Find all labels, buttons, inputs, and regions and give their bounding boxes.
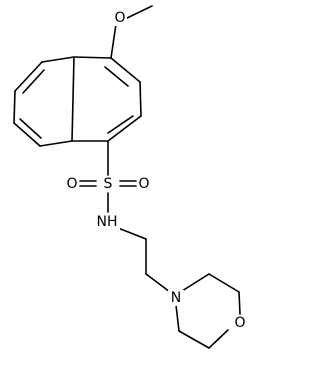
bond-lines — [13, 5, 241, 349]
atom-labels: O S O O NH N O — [65, 10, 247, 331]
bond-morpholine-5 — [178, 330, 210, 349]
bond-naphthalene-3 — [13, 90, 16, 124]
methoxy-oxygen-label: O — [114, 10, 125, 26]
sulfur-label: S — [104, 176, 113, 192]
bond-morpholine-1 — [181, 273, 210, 292]
bond-naphthalene-inner-4 — [107, 115, 134, 134]
sulfonyl-oxygen-right-label: O — [138, 176, 149, 192]
bond-naphthalene-inner-1 — [22, 69, 45, 94]
chemical-structure-diagram: O S O O NH N O — [13, 5, 247, 349]
morpholine-nitrogen-label: N — [171, 290, 181, 306]
bond-methyl-o — [126, 5, 153, 19]
bond-ch2-morpholine-n — [145, 273, 171, 293]
bond-naphthalene-inner-3 — [104, 66, 129, 87]
bond-morpholine-4 — [208, 329, 229, 349]
sulfonyl-oxygen-left-label: O — [66, 176, 77, 192]
bond-nh-ch2 — [117, 227, 147, 240]
bond-naphthalene-5 — [39, 140, 73, 147]
bond-naphthalene-2 — [14, 61, 43, 92]
bond-naphthalene-4 — [13, 122, 41, 147]
bond-naphthalene-6 — [71, 56, 75, 142]
bond-morpholine-2 — [208, 273, 240, 293]
bond-naphthalene-inner-2 — [19, 118, 42, 139]
bond-naphthalene-1 — [41, 56, 75, 63]
bond-naphthalene-9 — [139, 81, 142, 117]
bond-naphthalene-10 — [107, 115, 142, 142]
amide-nitrogen-label: NH — [97, 214, 118, 230]
bond-morpholine-6 — [175, 304, 180, 332]
bond-morpholine-3 — [238, 291, 241, 315]
morpholine-oxygen-label: O — [234, 315, 245, 331]
bond-naphthalene-8 — [110, 57, 141, 83]
bond-o-c4 — [110, 23, 117, 59]
bond-naphthalene-7 — [73, 56, 112, 59]
